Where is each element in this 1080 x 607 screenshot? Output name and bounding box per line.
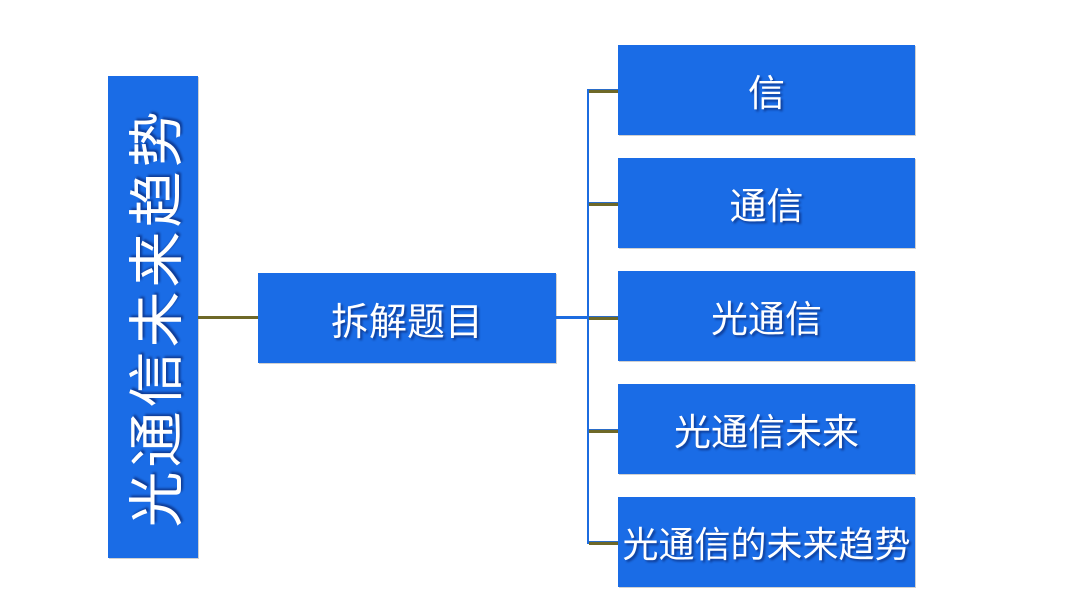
child-node-5[interactable]: 光通信的未来趋势 [618, 497, 915, 587]
child-node-1[interactable]: 信 [618, 45, 915, 135]
child-node-3-label: 光通信 [711, 299, 822, 340]
child-node-2[interactable]: 通信 [618, 158, 915, 248]
middle-node-label: 拆解题目 [330, 301, 483, 344]
branch-connector-1 [589, 89, 618, 93]
connector-root-to-middle [198, 316, 258, 319]
branch-connector-4 [589, 429, 618, 433]
root-node-label: 光通信未来趋势 [125, 107, 189, 527]
child-node-5-label: 光通信的未来趋势 [622, 524, 911, 565]
root-node[interactable]: 光通信未来趋势 [108, 76, 198, 558]
branch-connector-5 [589, 541, 618, 545]
child-node-4-label: 光通信未来 [674, 412, 859, 453]
child-node-4[interactable]: 光通信未来 [618, 384, 915, 474]
connector-middle-to-trunk [556, 316, 589, 319]
child-node-1-label: 信 [748, 73, 785, 114]
trunk-line [587, 89, 589, 544]
middle-node[interactable]: 拆解题目 [258, 273, 556, 363]
child-node-2-label: 通信 [729, 186, 804, 227]
branch-connector-3 [589, 316, 618, 320]
child-node-3[interactable]: 光通信 [618, 271, 915, 361]
branch-connector-2 [589, 202, 618, 206]
